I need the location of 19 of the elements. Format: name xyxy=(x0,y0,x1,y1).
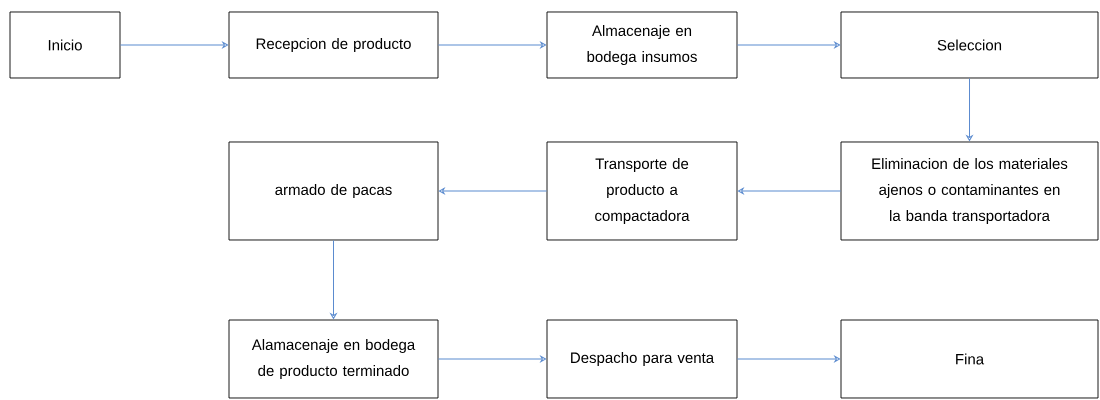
arrow xyxy=(437,41,547,49)
arrow xyxy=(737,187,842,195)
arrow xyxy=(438,187,548,195)
arrow xyxy=(119,41,229,49)
arrow xyxy=(966,77,973,142)
arrow xyxy=(330,239,337,320)
process-box: Alamacenaje en bodega de producto terminado xyxy=(228,319,439,399)
process-box: armado de pacas xyxy=(228,141,439,241)
process-box: Seleccion xyxy=(840,11,1099,79)
arrow xyxy=(736,355,841,363)
process-box: Recepcion de producto xyxy=(228,11,439,79)
process-box: Almacenaje en bodega insumos xyxy=(546,11,738,79)
arrow xyxy=(437,355,547,363)
arrow xyxy=(736,41,841,49)
process-box: Fina xyxy=(840,319,1099,399)
process-box: Transporte de producto a compactadora xyxy=(546,141,738,241)
process-box: Eliminacion de los materiales ajenos o contaminantes en la banda transportadora xyxy=(840,141,1099,241)
process-box: Inicio xyxy=(9,11,121,79)
process-box: Despacho para venta xyxy=(546,319,738,399)
